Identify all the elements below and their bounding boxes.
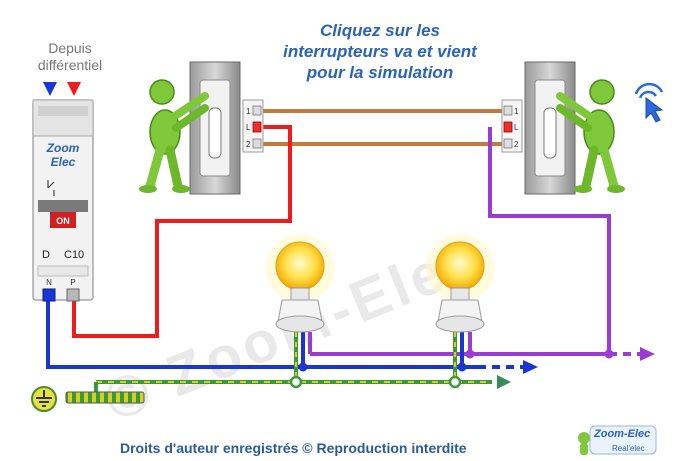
switch-left-terminal-2: 2 (246, 140, 251, 149)
circuit-breaker (32, 99, 94, 302)
instruction-line-2: interrupteurs va et vient (283, 42, 477, 61)
ground-icon (31, 386, 57, 412)
logo-tagline: Real'elec (612, 444, 645, 453)
breaker-curve: D (42, 249, 50, 261)
breaker-terminal-p: P (70, 278, 75, 287)
neutral-junction-1 (298, 362, 308, 372)
zoom-elec-logo (578, 425, 657, 455)
source-label-line-1: Depuis (48, 40, 92, 56)
switch-right[interactable] (501, 61, 625, 195)
return-junction-lamp-2 (465, 349, 475, 359)
instruction-line-3: pour la simulation (306, 63, 454, 82)
switch-right-terminal-l: L (514, 123, 519, 132)
switch-left-terminal-1: 1 (246, 107, 251, 116)
return-arrow-icon (640, 347, 655, 361)
breaker-rating: C10 (64, 249, 84, 261)
instruction-title: Cliquez sur les interrupteurs va et vien… (250, 20, 510, 83)
phase-wire (72, 125, 292, 338)
switch-right-terminal-2: 2 (514, 140, 519, 149)
instruction-line-1: Cliquez sur les (320, 21, 440, 40)
blue-down-arrow-icon (43, 82, 57, 96)
return-junction (604, 349, 614, 359)
earth-arrow-icon (497, 375, 511, 389)
neutral-wire (46, 296, 478, 369)
logo-name: Zoom-Elec (594, 428, 651, 440)
lamp-right (426, 234, 494, 333)
red-down-arrow-icon (67, 82, 81, 96)
switch-right-terminal-1: 1 (514, 107, 519, 116)
return-wire (488, 127, 611, 354)
lamp-left (266, 234, 334, 333)
neutral-arrow-icon (523, 360, 538, 374)
breaker-brand-line2: Elec (51, 155, 76, 169)
breaker-terminal-n: N (46, 278, 52, 287)
neutral-junction-2 (457, 362, 467, 372)
earth-bar (65, 391, 145, 404)
source-label: Depuis différentiel (22, 40, 118, 74)
switch-left-terminal-l: L (246, 123, 251, 132)
pointer-click-icon[interactable] (634, 82, 664, 123)
switch-left[interactable] (139, 61, 264, 195)
copyright-footer: Droits d'auteur enregistrés © Reproducti… (120, 440, 467, 456)
earth-junction-1 (289, 375, 303, 389)
source-label-line-2: différentiel (37, 57, 103, 73)
earth-junction-2 (448, 375, 462, 389)
breaker-on-label: ON (56, 216, 70, 226)
breaker-brand-line1: Zoom (46, 141, 80, 155)
